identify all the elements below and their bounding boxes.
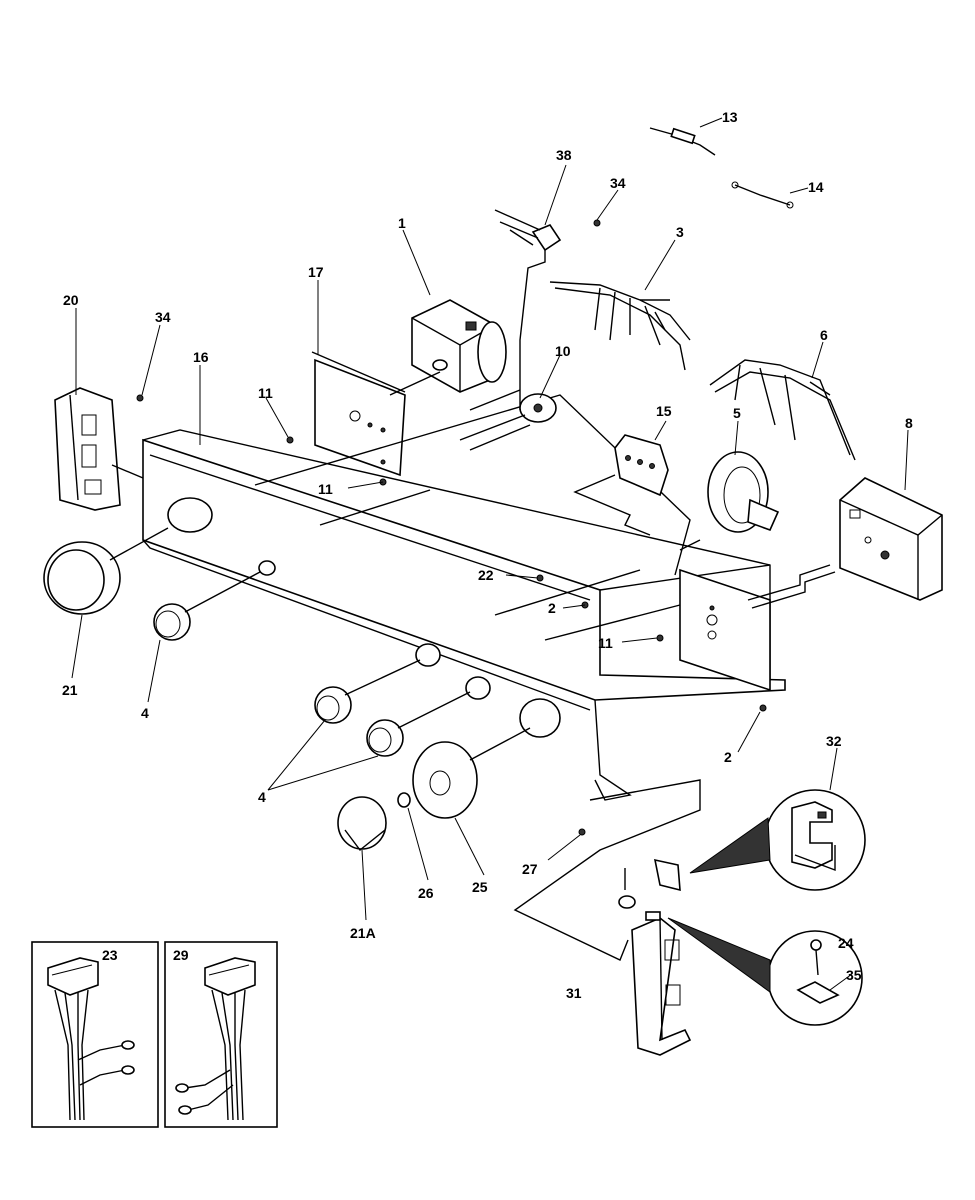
dial-25 bbox=[412, 727, 531, 819]
callout-4b: 4 bbox=[258, 789, 266, 805]
callout-11b: 11 bbox=[318, 481, 333, 497]
callout-2b: 2 bbox=[724, 749, 732, 765]
bracket-17 bbox=[311, 351, 406, 477]
callout-35: 35 bbox=[846, 967, 862, 983]
knob-4-mid1 bbox=[314, 659, 421, 724]
leader-lines bbox=[71, 117, 909, 991]
end-cap-20 bbox=[54, 387, 144, 511]
inset-harness-23 bbox=[31, 941, 159, 1128]
callout-11: 11 bbox=[258, 385, 273, 401]
callout-11c: 11 bbox=[598, 635, 613, 651]
detail-circle-32 bbox=[689, 789, 866, 891]
knob-21A bbox=[337, 796, 387, 851]
callout-labels: 13 38 34 14 3 1 17 20 34 16 10 6 11 15 5… bbox=[62, 109, 913, 1001]
wire-lead-13 bbox=[649, 127, 716, 156]
bracket-right bbox=[679, 568, 771, 692]
knob-4-left bbox=[153, 571, 261, 641]
callout-20: 20 bbox=[63, 292, 79, 308]
assembly-lines bbox=[513, 779, 701, 961]
callout-8: 8 bbox=[905, 415, 913, 431]
callout-14: 14 bbox=[808, 179, 824, 195]
callout-5: 5 bbox=[733, 405, 741, 421]
callout-32: 32 bbox=[826, 733, 842, 749]
knob-4-mid2 bbox=[366, 691, 471, 757]
callout-34: 34 bbox=[610, 175, 626, 191]
pressure-switch-5 bbox=[679, 451, 780, 551]
callout-23: 23 bbox=[102, 947, 118, 963]
detail-circle-24-35 bbox=[667, 917, 863, 1026]
screws bbox=[136, 219, 767, 836]
callout-27: 27 bbox=[522, 861, 538, 877]
switch-block-15 bbox=[573, 434, 669, 536]
timer-1 bbox=[389, 299, 521, 411]
callout-10: 10 bbox=[555, 343, 571, 359]
end-cap-31 bbox=[618, 858, 692, 1056]
callout-21A: 21A bbox=[350, 925, 376, 941]
callout-17: 17 bbox=[308, 264, 324, 280]
switch-38 bbox=[494, 209, 562, 410]
callout-13: 13 bbox=[722, 109, 738, 125]
wire-harness-6 bbox=[709, 359, 856, 461]
washer-26 bbox=[397, 792, 411, 808]
knob-21 bbox=[43, 527, 169, 615]
callout-34b: 34 bbox=[155, 309, 171, 325]
callout-3: 3 bbox=[676, 224, 684, 240]
callout-25: 25 bbox=[472, 879, 488, 895]
callout-24: 24 bbox=[838, 935, 854, 951]
callout-1: 1 bbox=[398, 215, 406, 231]
callout-38: 38 bbox=[556, 147, 572, 163]
callout-16: 16 bbox=[193, 349, 209, 365]
callout-21: 21 bbox=[62, 682, 78, 698]
control-board-8 bbox=[747, 477, 943, 609]
callout-29: 29 bbox=[173, 947, 189, 963]
callout-26: 26 bbox=[418, 885, 434, 901]
rotary-switch-10 bbox=[459, 393, 557, 451]
callout-15: 15 bbox=[656, 403, 672, 419]
callout-6: 6 bbox=[820, 327, 828, 343]
callout-31: 31 bbox=[566, 985, 582, 1001]
callout-4: 4 bbox=[141, 705, 149, 721]
wire-harness-3 bbox=[549, 281, 691, 371]
inset-harness-29 bbox=[164, 941, 278, 1128]
wire-lead-14 bbox=[731, 181, 794, 209]
callout-2: 2 bbox=[548, 600, 556, 616]
callout-22: 22 bbox=[478, 567, 494, 583]
